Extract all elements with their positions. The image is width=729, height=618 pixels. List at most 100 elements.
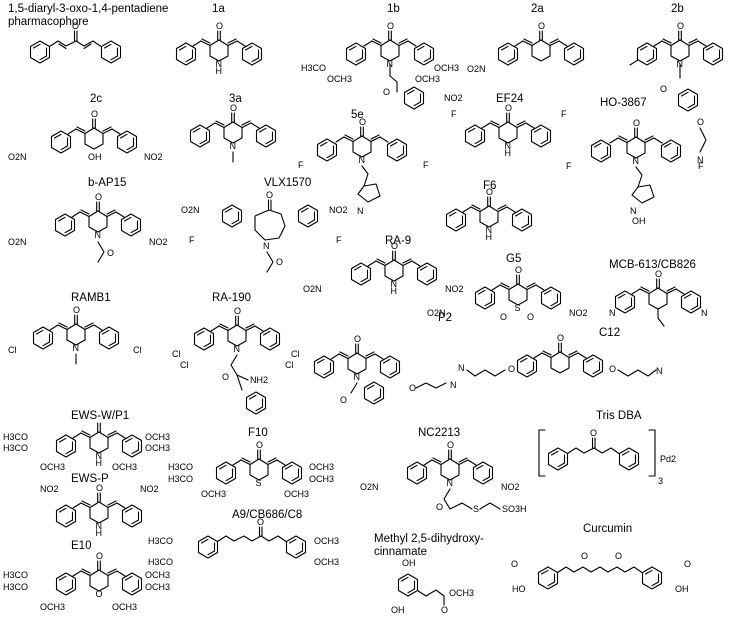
svg-text:H3CO: H3CO <box>3 432 28 442</box>
svg-text:OCH3: OCH3 <box>327 74 352 84</box>
svg-text:F: F <box>423 160 429 170</box>
svg-text:O: O <box>340 395 347 405</box>
svg-text:N: N <box>263 241 270 251</box>
svg-text:N: N <box>73 343 80 353</box>
label-2b: 2b <box>671 3 684 15</box>
svg-text:NO2: NO2 <box>144 152 163 162</box>
svg-text:N: N <box>505 141 512 151</box>
svg-text:O: O <box>107 248 114 258</box>
svg-text:O: O <box>515 265 522 275</box>
svg-text:N: N <box>357 206 364 216</box>
svg-text:N: N <box>230 141 237 151</box>
svg-text:O: O <box>505 103 512 113</box>
svg-text:N: N <box>486 225 493 235</box>
svg-text:Cl: Cl <box>8 345 17 355</box>
label-c12: C12 <box>599 327 621 339</box>
mol-trisdba: O Pd2 3 <box>538 428 676 486</box>
svg-text:O: O <box>581 551 588 561</box>
svg-text:N: N <box>391 279 398 289</box>
svg-text:O: O <box>91 109 98 119</box>
svg-text:O: O <box>590 428 597 438</box>
svg-text:OCH3: OCH3 <box>40 462 65 472</box>
svg-text:H: H <box>96 458 103 468</box>
mol-ewsp: O N H NO2 NO2 <box>40 483 159 538</box>
svg-text:O: O <box>266 190 273 200</box>
mol-g5: O S O O O2N NO2 <box>427 265 588 322</box>
mol-methyl-cinnamate: OH OH O OCH3 <box>391 558 474 615</box>
mol-curcumin: O HO O O O OH <box>511 551 691 594</box>
label-f6: F6 <box>483 180 497 192</box>
svg-text:O2N: O2N <box>8 237 27 247</box>
svg-text:O2N: O2N <box>467 64 486 74</box>
svg-text:OCH3: OCH3 <box>201 489 226 499</box>
svg-text:N: N <box>354 372 361 382</box>
svg-text:OH: OH <box>675 584 689 594</box>
svg-text:N: N <box>656 366 663 376</box>
mol-5e: O N F F N <box>298 117 429 216</box>
label-ewsp: EWS-P <box>71 473 109 485</box>
mol-e10: O O H3CO H3CO OCH3 OCH3 OCH3 OCH3 <box>3 551 170 612</box>
svg-text:H3CO: H3CO <box>168 474 193 484</box>
svg-text:OCH3: OCH3 <box>40 602 65 612</box>
svg-text:O: O <box>684 559 691 569</box>
label-vlx1570: VLX1570 <box>264 177 312 189</box>
label-3a: 3a <box>229 93 242 105</box>
label-p2: P2 <box>438 312 453 324</box>
label-5e: 5e <box>351 109 364 121</box>
svg-text:O: O <box>387 21 394 31</box>
svg-text:O: O <box>354 334 361 344</box>
mol-a9: O H3CO H3CO OCH3 OCH3 <box>148 517 339 567</box>
svg-text:HO: HO <box>512 584 526 594</box>
svg-text:O: O <box>609 364 616 374</box>
svg-text:OCH3: OCH3 <box>449 588 474 598</box>
mol-2c: O OH O2N NO2 <box>8 109 163 162</box>
svg-text:O: O <box>216 21 223 31</box>
svg-text:OCH3: OCH3 <box>145 432 170 442</box>
svg-text:O: O <box>96 589 103 599</box>
mol-1a: O N H <box>175 21 263 76</box>
svg-text:F: F <box>336 235 342 245</box>
svg-text:S: S <box>473 504 479 514</box>
svg-text:OCH3: OCH3 <box>112 462 137 472</box>
mol-ra9: O N H O2N NO2 <box>303 241 464 296</box>
label-ewsw: EWS-W/P1 <box>71 410 130 422</box>
mol-ho3867: O N F F N OH <box>566 118 704 226</box>
svg-text:H3CO: H3CO <box>3 582 28 592</box>
svg-text:O: O <box>95 192 102 202</box>
svg-text:S: S <box>515 303 521 313</box>
svg-text:H: H <box>96 528 103 538</box>
svg-text:NO2: NO2 <box>140 484 159 494</box>
svg-text:O: O <box>234 306 241 316</box>
svg-text:H3CO: H3CO <box>3 570 28 580</box>
svg-text:O: O <box>660 84 667 94</box>
mol-ramb1: O N Cl Cl <box>8 305 142 365</box>
label-methyl-cinnamate: Methyl 2,5-dihydroxy- cinnamate <box>374 533 484 558</box>
svg-text:F: F <box>698 161 704 171</box>
svg-text:H3CO: H3CO <box>301 63 326 73</box>
label-ho3867: HO-3867 <box>600 97 647 109</box>
svg-text:OCH3: OCH3 <box>434 63 459 73</box>
svg-text:O: O <box>276 257 283 267</box>
mol-c12: O O N O N <box>458 333 663 378</box>
svg-text:NH2: NH2 <box>250 375 268 385</box>
svg-text:N: N <box>96 521 103 531</box>
mol-ewsw: N H H3CO H3CO OCH3 OCH3 OCH3 OCH3 <box>3 422 170 472</box>
label-ra190: RA-190 <box>212 292 251 304</box>
svg-text:N: N <box>447 478 454 488</box>
svg-text:O: O <box>447 440 454 450</box>
svg-text:O: O <box>557 333 564 343</box>
label-bap15: b-AP15 <box>88 177 127 189</box>
svg-text:N: N <box>697 155 704 165</box>
svg-text:O2N: O2N <box>303 284 322 294</box>
mol-bap15: O N O2N NO2 O <box>8 192 168 263</box>
mol-p2: O N O O N <box>313 334 457 405</box>
label-pharmacophore: 1,5-diaryl-3-oxo-1,4-pentadiene pharmaco… <box>8 3 169 28</box>
svg-text:O: O <box>615 551 622 561</box>
svg-text:O: O <box>538 21 545 31</box>
svg-text:O: O <box>527 312 534 322</box>
svg-text:O2N: O2N <box>360 482 379 492</box>
svg-text:OCH3: OCH3 <box>284 489 309 499</box>
svg-text:OCH3: OCH3 <box>145 443 170 453</box>
